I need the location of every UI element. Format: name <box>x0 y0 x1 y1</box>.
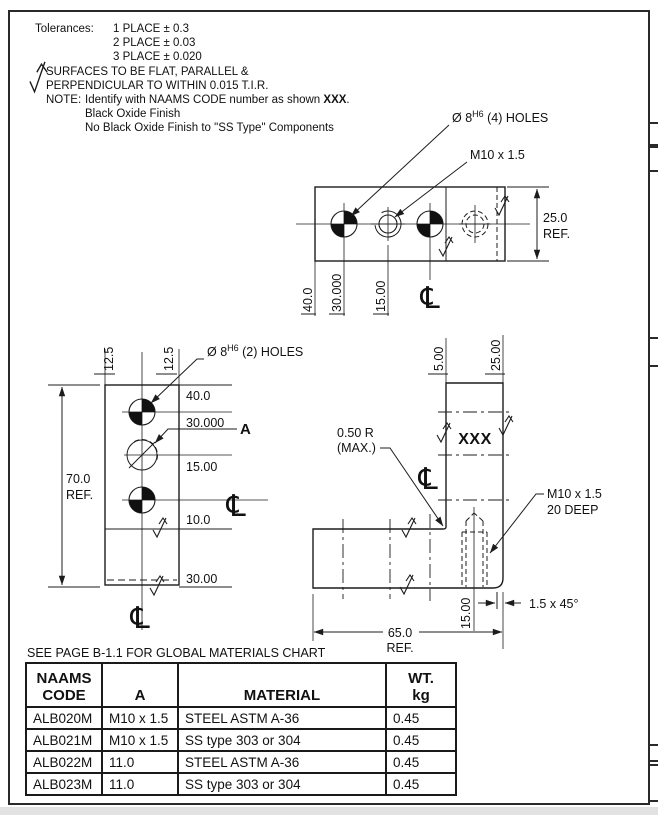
note-line-1: Identify with NAAMS CODE number as shown… <box>85 94 350 106</box>
cell-a: 11.0 <box>101 772 179 796</box>
thread-arc <box>134 439 158 461</box>
tolerance-line-1: 1 PLACE ± 0.3 <box>113 23 189 35</box>
depth-ref-value: 25.0 <box>543 211 567 225</box>
cell-a: M10 x 1.5 <box>101 706 179 730</box>
tolerances-label: Tolerances: <box>35 23 94 35</box>
thread-callout: M10 x 1.5 <box>470 148 525 162</box>
centerline-symbol: ℄ <box>417 281 444 316</box>
dim-30000: 30.000 <box>330 274 344 312</box>
cell-material: STEEL ASTM A-36 <box>177 706 387 730</box>
page-border <box>8 10 650 805</box>
side-view: 5.00 25.00 XXX ℄ 0.50 R (MAX.) M10 x 1.5… <box>312 335 602 655</box>
tolerance-line-2: 2 PLACE ± 0.03 <box>113 37 196 49</box>
adjacent-sheet-box <box>648 744 658 762</box>
finish-mark-icon <box>152 517 168 538</box>
dim-2500: 25.00 <box>489 340 503 371</box>
dim-30000: 30.000 <box>186 416 224 430</box>
cell-code: ALB022M <box>25 750 103 774</box>
cell-code: ALB021M <box>25 728 103 752</box>
width-ref-value: 65.0 <box>388 626 412 640</box>
datum-a-label: A <box>240 421 251 438</box>
note-line-2: Black Oxide Finish <box>85 108 181 120</box>
table-row: ALB020M M10 x 1.5 STEEL ASTM A-36 0.45 <box>25 706 457 730</box>
adjacent-sheet-box <box>648 764 658 802</box>
surface-note-line2: PERPENDICULAR TO WITHIN 0.015 T.I.R. <box>46 80 269 92</box>
hidden-tapped-hole <box>459 205 491 243</box>
front-view: 12.5 12.5 40.0 30.000 15.00 10.0 30.00 A… <box>48 343 303 636</box>
page-bottom-strip <box>0 807 658 815</box>
cell-code: ALB023M <box>25 772 103 796</box>
note-line-3: No Black Oxide Finish to "SS Type" Compo… <box>85 122 334 134</box>
cell-material: STEEL ASTM A-36 <box>177 750 387 774</box>
centerline-symbol: ℄ <box>127 601 154 636</box>
materials-chart-caption: SEE PAGE B-1.1 FOR GLOBAL MATERIALS CHAR… <box>27 646 326 660</box>
radius-note-line2: (MAX.) <box>337 441 376 455</box>
cell-wt: 0.45 <box>385 706 457 730</box>
thread-note-line1: M10 x 1.5 <box>547 487 602 501</box>
table-row: ALB021M M10 x 1.5 SS type 303 or 304 0.4… <box>25 728 457 752</box>
side-view-outline <box>312 382 504 589</box>
col-header-material: MATERIAL <box>177 662 387 708</box>
adjacent-sheet-box <box>648 337 658 367</box>
cell-material: SS type 303 or 304 <box>177 728 387 752</box>
datum-target-hole <box>128 486 156 514</box>
thread-note-line2: 20 DEEP <box>547 503 598 517</box>
adjacent-sheet-box <box>648 122 658 146</box>
centerline-symbol: ℄ <box>223 489 250 524</box>
dim-125-right: 12.5 <box>162 347 176 371</box>
height-ref-suffix: REF. <box>66 488 93 502</box>
xxx-bold: XXX <box>323 94 347 106</box>
hole-callout: Ø 8H6 (2) HOLES <box>207 343 303 359</box>
cell-a: 11.0 <box>101 750 179 774</box>
dim-125-left: 12.5 <box>102 347 116 371</box>
dim-1500: 15.00 <box>374 281 388 312</box>
adjacent-sheet-box <box>648 146 658 172</box>
cell-a: M10 x 1.5 <box>101 728 179 752</box>
col-header-wt: WT.kg <box>385 662 457 708</box>
datum-target-hole <box>416 210 444 238</box>
top-view: 40.0 30.000 15.00 ℄ Ø 8H6 (4) HOLES M10 … <box>296 109 570 316</box>
cell-wt: 0.45 <box>385 750 457 774</box>
tolerance-line-3: 3 PLACE ± 0.020 <box>113 51 202 63</box>
table-row: ALB022M 11.0 STEEL ASTM A-36 0.45 <box>25 750 457 774</box>
surface-finish-icon <box>29 61 48 94</box>
chamfer-label: 1.5 x 45° <box>529 597 578 611</box>
datum-target-hole <box>330 210 358 238</box>
dim-40: 40.0 <box>301 288 315 312</box>
cell-wt: 0.45 <box>385 772 457 796</box>
finish-mark-icon <box>399 574 415 595</box>
dim-500: 5.00 <box>432 347 446 371</box>
surface-note-line1: SURFACES TO BE FLAT, PARALLEL & <box>46 66 249 78</box>
dim-1500: 15.00 <box>459 598 473 629</box>
table-row: ALB023M 11.0 SS type 303 or 304 0.45 <box>25 772 457 796</box>
tapped-hole <box>369 205 407 243</box>
cell-wt: 0.45 <box>385 728 457 752</box>
cell-code: ALB020M <box>25 706 103 730</box>
note-label: NOTE: <box>46 94 82 106</box>
part-mark-xxx: XXX <box>458 431 492 448</box>
height-ref-value: 70.0 <box>66 472 90 486</box>
col-header-a: A <box>101 662 179 708</box>
cell-material: SS type 303 or 304 <box>177 772 387 796</box>
dim-100: 10.0 <box>186 513 210 527</box>
radius-note-line1: 0.50 R <box>337 426 374 440</box>
dim-1500: 15.00 <box>186 460 217 474</box>
finish-mark-icon <box>436 422 452 443</box>
centerline-symbol: ℄ <box>415 462 442 497</box>
depth-ref-suffix: REF. <box>543 227 570 241</box>
dim-400: 40.0 <box>186 389 210 403</box>
finish-mark-icon <box>401 517 417 538</box>
dim-3000: 30.00 <box>186 572 217 586</box>
hole-callout: Ø 8H6 (4) HOLES <box>452 109 548 125</box>
hidden-tapped-hole <box>461 507 488 631</box>
width-ref-suffix: REF. <box>386 641 413 655</box>
finish-mark-icon <box>498 415 514 436</box>
